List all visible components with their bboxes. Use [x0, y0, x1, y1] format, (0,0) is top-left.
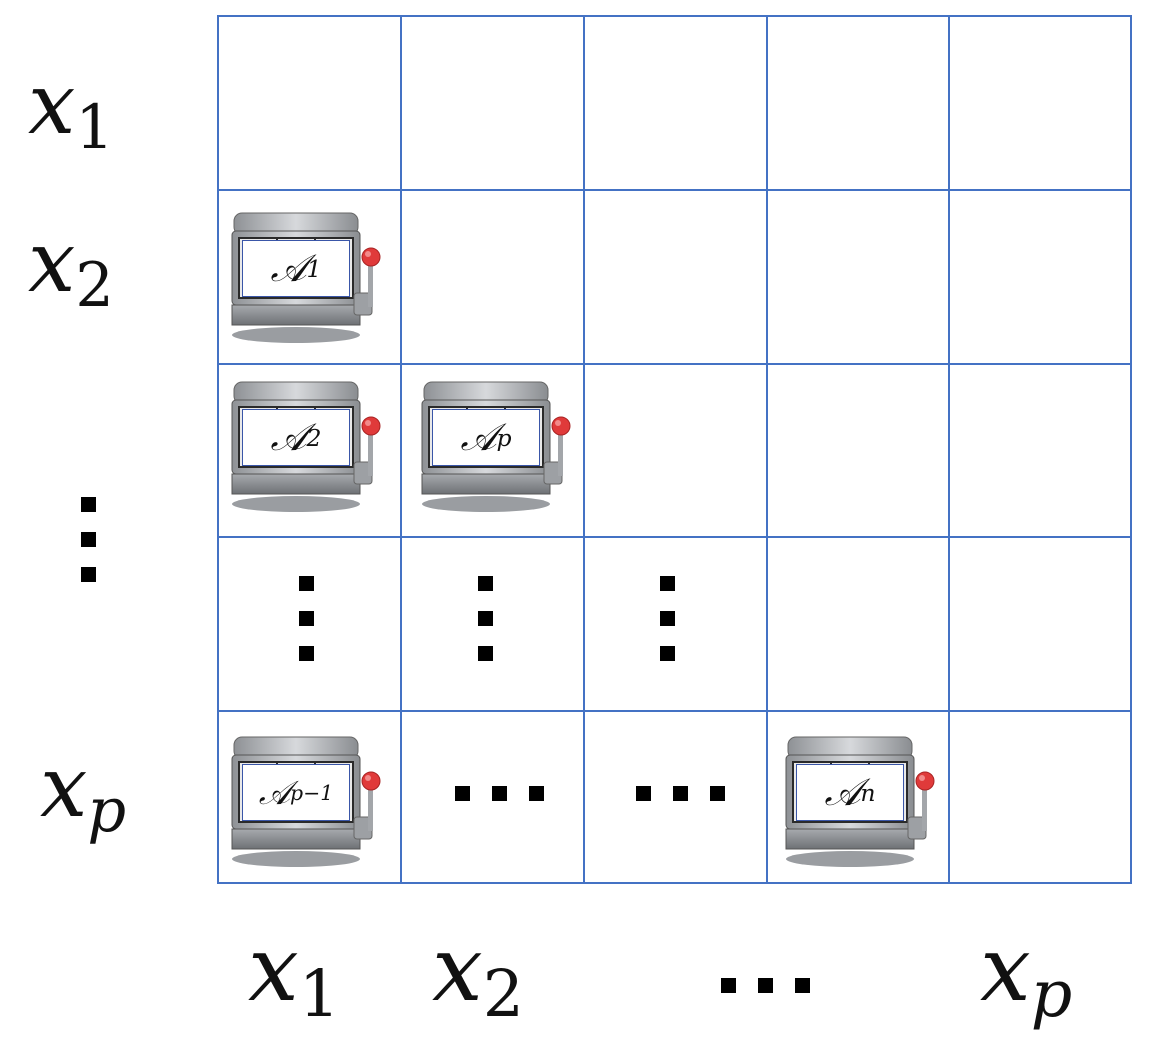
col-label-xp-sub: p [1030, 957, 1073, 1033]
dot [478, 576, 493, 591]
dot [81, 567, 96, 582]
dot [636, 786, 651, 801]
dot [81, 497, 96, 512]
col-label-x2-base: x [432, 917, 483, 1022]
machine-label-a2-base: 𝒜 [270, 415, 307, 459]
col-label-x1-sub: 1 [298, 957, 340, 1033]
machine-label-an-sub: n [860, 778, 876, 807]
horizontal-ellipsis-col3 [636, 786, 725, 801]
grid-line [583, 17, 585, 882]
col-label-xp-base: x [980, 917, 1031, 1022]
col-label-horizontal-ellipsis [721, 978, 810, 993]
grid-line [219, 363, 1130, 365]
row-label-x1-sub: 1 [75, 93, 114, 164]
machine-label-a2-sub: 2 [306, 423, 322, 452]
machine-label-ap-1-sub: p−1 [290, 780, 334, 805]
grid-line [219, 710, 1130, 712]
dot [299, 646, 314, 661]
col-label-xp: xp [980, 925, 1072, 1028]
machine-label-a1-sub: 1 [306, 254, 322, 283]
dot [478, 646, 493, 661]
dot [478, 611, 493, 626]
grid-line [948, 17, 950, 882]
row-label-xp-base: x [40, 738, 88, 836]
dot [660, 611, 675, 626]
grid-line [219, 189, 1130, 191]
col-label-x1-base: x [248, 917, 299, 1022]
machine-label-a1-base: 𝒜 [270, 246, 307, 290]
dot [673, 786, 688, 801]
dot [299, 576, 314, 591]
row-label-xp: xp [40, 745, 126, 842]
dot [492, 786, 507, 801]
row-label-x2-base: x [28, 213, 76, 311]
col-label-x2: x2 [432, 925, 524, 1028]
col-label-x1: x1 [248, 925, 340, 1028]
dot [795, 978, 810, 993]
row-label-x2: x2 [28, 220, 114, 317]
dot [529, 786, 544, 801]
grid-line [400, 17, 402, 882]
vertical-ellipsis-col2 [478, 576, 493, 661]
grid [217, 15, 1132, 884]
dot [660, 576, 675, 591]
vertical-ellipsis-col3 [660, 576, 675, 661]
dot [710, 786, 725, 801]
machine-label-an-base: 𝒜 [824, 770, 861, 814]
machine-label-ap-1-base: 𝒜 [258, 772, 290, 812]
row-label-vertical-ellipsis [81, 497, 96, 582]
dot [455, 786, 470, 801]
row-label-x2-sub: 2 [75, 251, 114, 322]
row-label-xp-sub: p [87, 776, 127, 847]
horizontal-ellipsis-col2 [455, 786, 544, 801]
machine-label-ap-sub: p [496, 423, 512, 452]
row-label-x1: x1 [28, 62, 114, 159]
col-label-x2-sub: 2 [482, 957, 524, 1033]
dot [721, 978, 736, 993]
grid-line [219, 536, 1130, 538]
vertical-ellipsis-col1 [299, 576, 314, 661]
grid-line [766, 17, 768, 882]
row-label-x1-base: x [28, 55, 76, 153]
dot [758, 978, 773, 993]
dot [81, 532, 96, 547]
dot [299, 611, 314, 626]
machine-label-ap-base: 𝒜 [460, 415, 497, 459]
dot [660, 646, 675, 661]
